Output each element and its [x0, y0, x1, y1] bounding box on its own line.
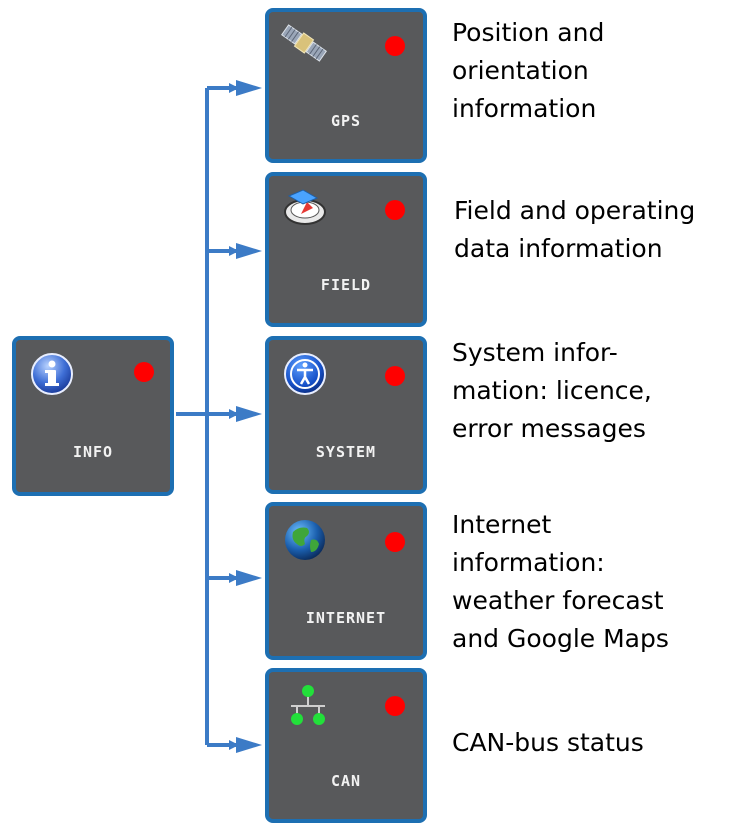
tile-label: FIELD	[320, 276, 372, 294]
tile-label: INTERNET	[305, 609, 387, 627]
tile-label: CAN	[330, 772, 362, 790]
field-map-icon	[281, 188, 329, 232]
gps-description: Position and orientation information	[452, 18, 605, 123]
can-description: CAN-bus status	[452, 728, 644, 757]
internet-tile[interactable]: INTERNET	[265, 502, 427, 660]
globe-icon	[283, 518, 327, 566]
tile-label: INFO	[72, 443, 114, 461]
internet-description: Internet information: weather forecast a…	[452, 510, 669, 653]
can-tile[interactable]: CAN	[265, 668, 427, 823]
status-dot	[385, 36, 405, 56]
status-dot	[385, 696, 405, 716]
accessibility-icon	[283, 352, 327, 400]
status-dot	[134, 362, 154, 382]
system-tile[interactable]: SYSTEM	[265, 336, 427, 494]
info-tile[interactable]: INFO	[12, 336, 174, 496]
field-description: Field and operating data information	[454, 196, 696, 263]
field-tile[interactable]: FIELD	[265, 172, 427, 327]
system-description: System infor- mation: licence, error mes…	[452, 338, 652, 443]
tile-label: GPS	[330, 112, 362, 130]
network-icon	[285, 682, 331, 732]
status-dot	[385, 366, 405, 386]
status-dot	[385, 532, 405, 552]
status-dot	[385, 200, 405, 220]
tile-label: SYSTEM	[315, 443, 377, 461]
satellite-icon	[279, 20, 329, 70]
info-icon	[30, 352, 74, 400]
gps-tile[interactable]: GPS	[265, 8, 427, 163]
